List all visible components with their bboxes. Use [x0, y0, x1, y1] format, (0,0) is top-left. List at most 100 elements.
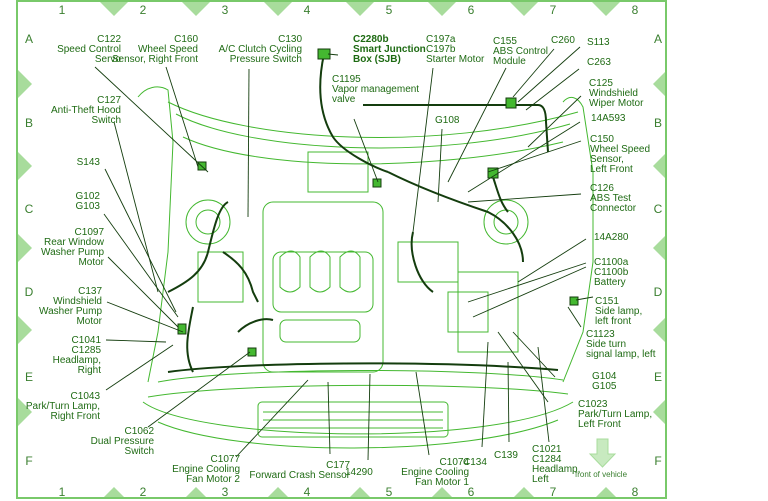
- grid-marker: [346, 2, 374, 16]
- leader-c1195: [353, 118, 379, 183]
- leader-c197: [412, 67, 434, 233]
- row-label: E: [24, 370, 33, 384]
- column-label: 7: [549, 3, 557, 17]
- column-label: 3: [221, 3, 229, 17]
- column-label: 4: [303, 3, 311, 17]
- leader-c126: [467, 193, 582, 203]
- grid-marker: [592, 2, 620, 16]
- leader-c260: [512, 48, 555, 98]
- label-14a593: 14A593: [591, 113, 626, 124]
- leader-s143: [104, 168, 177, 313]
- arrow-down-icon: [588, 438, 617, 468]
- grid-marker: [182, 2, 210, 16]
- grille: [257, 401, 449, 438]
- column-label: 6: [467, 485, 475, 499]
- label-s113: S113: [587, 37, 610, 48]
- column-label: 5: [385, 485, 393, 499]
- row-label: F: [654, 454, 662, 468]
- grid-marker: [186, 487, 206, 497]
- leader-c127: [113, 121, 159, 293]
- leader-c1100a: [467, 262, 587, 303]
- leader-c263: [525, 68, 580, 111]
- grid-marker: [653, 400, 665, 424]
- strut-tower-left: [483, 199, 529, 245]
- row-label: B: [653, 116, 662, 130]
- column-label: 3: [221, 485, 229, 499]
- leader-c1100b: [472, 266, 587, 318]
- column-label: 4: [303, 485, 311, 499]
- strut-tower-right: [185, 199, 231, 245]
- row-label: A: [653, 32, 662, 46]
- leader-14290: [367, 373, 371, 461]
- leader-c1077: [235, 379, 309, 458]
- label-14a280: 14A280: [594, 232, 629, 243]
- grid-marker: [653, 236, 665, 260]
- leader-c134: [481, 341, 489, 448]
- leader-c1043: [105, 344, 174, 391]
- wiring-harness: [167, 53, 559, 373]
- cowl: [167, 101, 579, 138]
- grid-marker: [18, 70, 32, 98]
- grid-marker: [596, 487, 616, 497]
- grid-marker: [432, 487, 452, 497]
- leader-lines: [94, 46, 594, 461]
- leader-c122: [94, 66, 209, 173]
- grid-marker: [18, 316, 32, 344]
- leader-c150: [487, 140, 582, 173]
- grid-marker: [653, 318, 665, 342]
- grid-marker: [428, 2, 456, 16]
- column-label: 7: [549, 485, 557, 499]
- leader-c1062: [147, 351, 251, 428]
- grid-marker: [510, 2, 538, 16]
- label-c139: C139: [494, 450, 518, 461]
- leader-c155: [447, 67, 507, 183]
- column-label: 1: [58, 485, 66, 499]
- row-label: D: [24, 285, 34, 299]
- leader-c177: [327, 381, 331, 455]
- column-label: 2: [139, 485, 147, 499]
- column-label: 1: [58, 3, 66, 17]
- leader-g104: [512, 331, 556, 378]
- column-label: 8: [631, 485, 639, 499]
- connector-c1097: [177, 323, 187, 335]
- column-label: 5: [385, 3, 393, 17]
- grid-marker: [264, 2, 292, 16]
- engine-compartment-drawing: [18, 2, 665, 497]
- grid-marker: [18, 398, 32, 426]
- grid-markers: [18, 2, 665, 497]
- label-c260: C260: [551, 35, 575, 46]
- label-c134: C134: [463, 457, 487, 468]
- leader-c125: [527, 95, 582, 148]
- leader-c160: [165, 66, 199, 168]
- grid-marker: [104, 487, 124, 497]
- label-c263: C263: [587, 57, 611, 68]
- connector-c260: [505, 97, 517, 109]
- row-label: D: [653, 285, 663, 299]
- row-label: A: [24, 32, 33, 46]
- leader-c130: [247, 68, 250, 218]
- front-of-vehicle-label: front of vehicle: [575, 470, 628, 479]
- row-label: C: [653, 202, 663, 216]
- leader-c2280b: [327, 53, 339, 56]
- leader-c1123: [567, 306, 582, 328]
- grid-marker: [514, 487, 534, 497]
